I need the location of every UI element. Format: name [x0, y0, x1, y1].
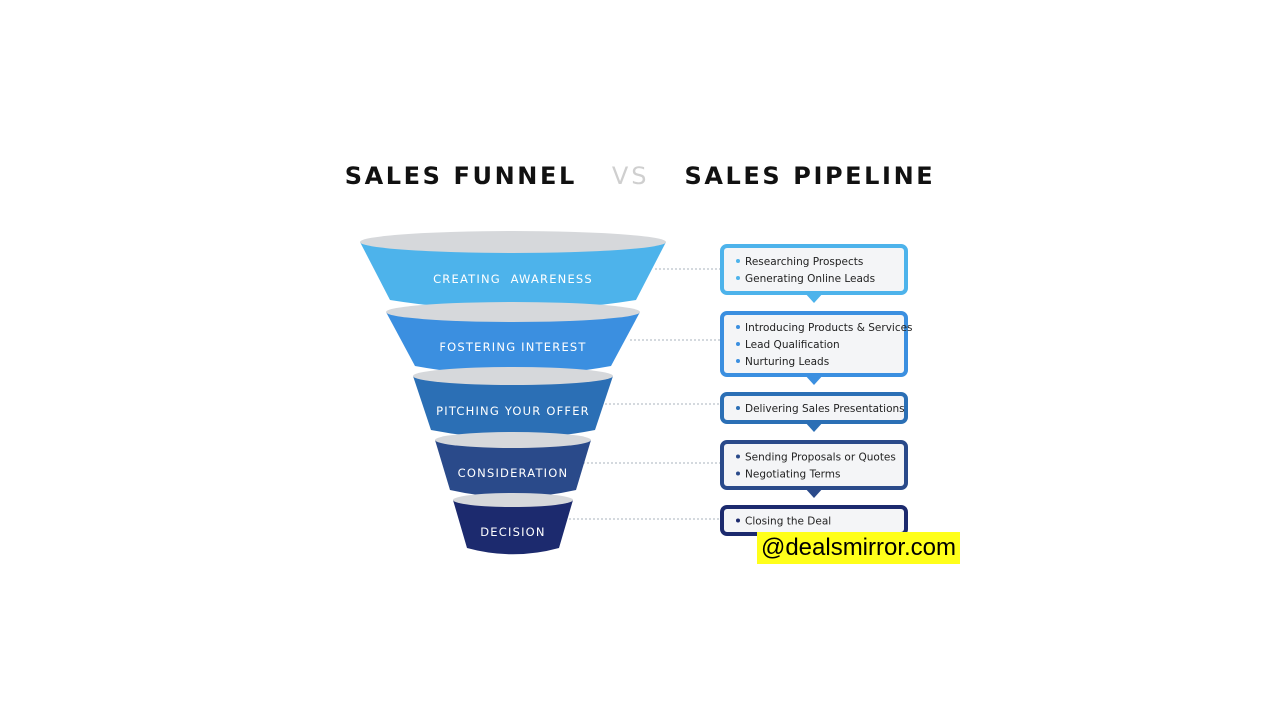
- bullet-dot: [736, 454, 740, 459]
- pipeline-box-5: Closing the Deal: [720, 505, 908, 536]
- pipeline-item: Researching Prospects: [745, 256, 863, 268]
- bullet-dot: [736, 276, 740, 280]
- pipeline-item: Sending Proposals or Quotes: [745, 452, 896, 464]
- title-sales-funnel: SALES FUNNEL: [344, 162, 577, 190]
- pipeline-item: Lead Qualification: [745, 339, 840, 351]
- bullet-dot: [736, 406, 740, 410]
- pipeline-item: Generating Online Leads: [745, 273, 875, 285]
- funnel-stage-3: PITCHING YOUR OFFER: [413, 367, 613, 439]
- page-title: SALES FUNNEL VS SALES PIPELINE: [0, 162, 1280, 190]
- bullet-dot: [736, 325, 740, 329]
- box-frame: [720, 244, 908, 295]
- pipeline-item: Negotiating Terms: [745, 469, 840, 481]
- funnel-stage-4: CONSIDERATION: [435, 432, 591, 498]
- bullet-dot: [736, 342, 740, 346]
- box-frame: [720, 392, 908, 424]
- title-vs: VS: [611, 162, 650, 190]
- funnel-stage-label: PITCHING YOUR OFFER: [436, 404, 590, 418]
- bullet-dot: [736, 359, 740, 363]
- funnel-stage-label: DECISION: [480, 525, 546, 539]
- funnel-stage-label: FOSTERING INTEREST: [439, 340, 586, 354]
- funnel-stage-body: [386, 312, 640, 375]
- box-frame: [720, 311, 908, 377]
- bullet-dot: [736, 471, 740, 476]
- pipeline-item: Introducing Products & Services: [745, 322, 913, 334]
- funnel-stage-body: [413, 376, 613, 439]
- bullet-dot: [736, 259, 740, 263]
- funnel-stage-1: CREATING AWARENESS: [360, 231, 666, 310]
- funnel-stage-label: CONSIDERATION: [458, 466, 569, 480]
- sales-funnel: CREATING AWARENESS FOSTERING INTEREST PITC…: [360, 231, 666, 555]
- funnel-stage-body: [435, 440, 591, 498]
- pipeline-box-3: Delivering Sales Presentations: [720, 392, 908, 432]
- funnel-stage-body: [453, 500, 573, 555]
- watermark: @dealsmirror.com: [757, 532, 960, 564]
- funnel-stage-5: DECISION: [453, 493, 573, 555]
- funnel-stage-rim: [413, 367, 613, 385]
- funnel-stage-rim: [453, 493, 573, 507]
- connector-lines: [565, 268, 722, 520]
- funnel-stage-2: FOSTERING INTEREST: [386, 302, 640, 375]
- funnel-stage-body: [360, 242, 666, 310]
- pipeline-item: Closing the Deal: [745, 516, 831, 528]
- funnel-stage-rim: [435, 432, 591, 448]
- funnel-stage-label: CREATING AWARENESS: [433, 272, 593, 286]
- pipeline-item: Delivering Sales Presentations: [745, 403, 905, 415]
- pipeline-item: Nurturing Leads: [745, 356, 829, 368]
- funnel-stage-rim: [386, 302, 640, 322]
- funnel-stage-rim: [360, 231, 666, 253]
- title-sales-pipeline: SALES PIPELINE: [684, 162, 936, 190]
- box-frame: [720, 440, 908, 490]
- bullet-dot: [736, 518, 740, 523]
